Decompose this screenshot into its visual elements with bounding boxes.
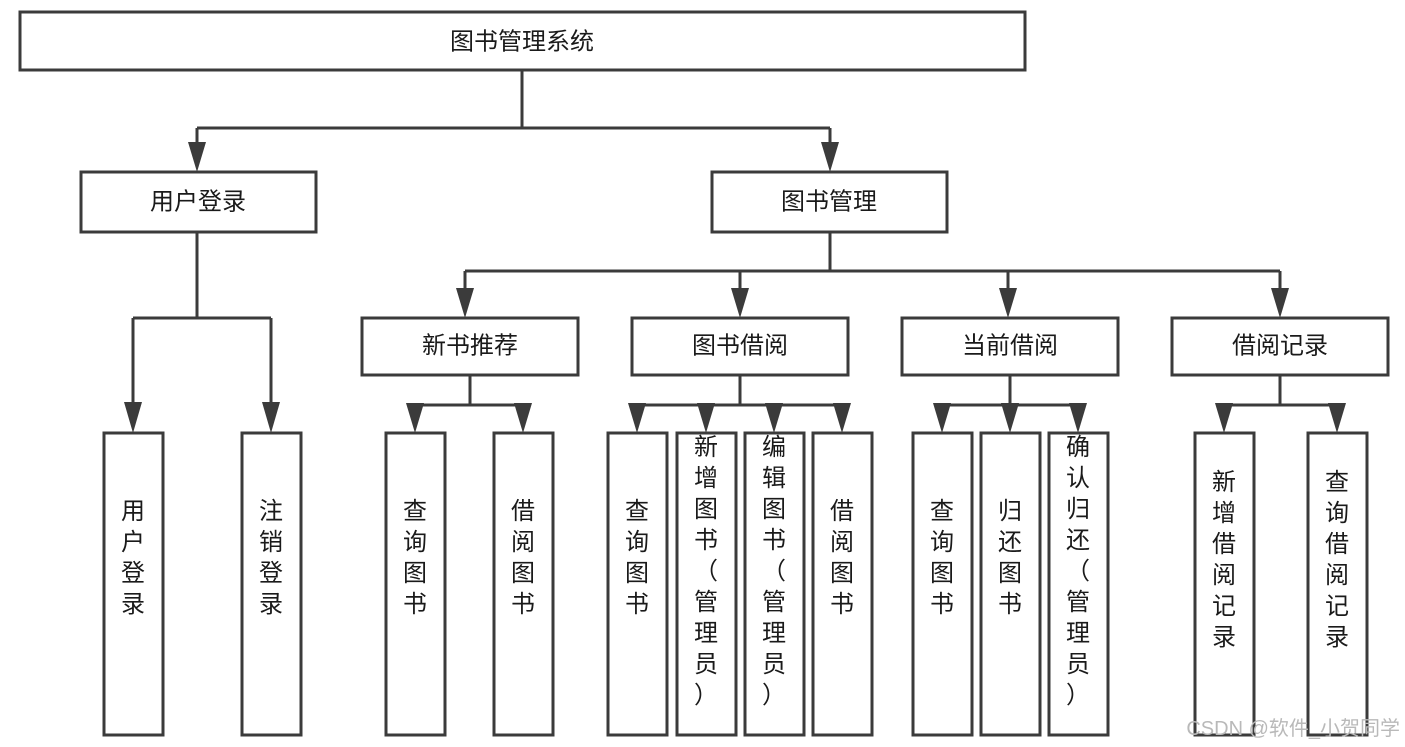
- leaf-label: 借阅图书: [830, 498, 854, 618]
- leaf-box[interactable]: [1193, 431, 1256, 737]
- arrow-borrow-record-leaf-0: [1215, 403, 1233, 433]
- leaf-book-borrow-add-book-admin[interactable]: 新增图书（管理员）: [675, 431, 738, 737]
- leaf-box[interactable]: [1047, 431, 1110, 737]
- leaf-label: 归还图书: [998, 498, 1022, 618]
- leaf-label: 查询图书: [625, 498, 649, 618]
- arrow-book-borrow-leaf-3: [833, 403, 851, 433]
- arrow-current-borrow-leaf-2: [1069, 403, 1087, 433]
- node-user-login[interactable]: 用户登录: [79, 170, 318, 234]
- leaf-label: 注销登录: [259, 498, 283, 618]
- leaf-box[interactable]: [606, 431, 669, 737]
- leaf-box[interactable]: [811, 431, 874, 737]
- arrow-root-to-user-login: [188, 142, 206, 172]
- arrow-book-mgmt-to-new-book: [456, 288, 474, 318]
- leaf-label: 借阅图书: [511, 498, 535, 618]
- leaf-box[interactable]: [979, 431, 1042, 737]
- node-current-borrow[interactable]: 当前借阅: [900, 316, 1120, 377]
- leaf-book-borrow-edit-book-admin[interactable]: 编辑图书（管理员）: [743, 431, 806, 737]
- arrow-new-book-leaf-0: [406, 403, 424, 433]
- leaf-current-borrow-confirm-return-admin[interactable]: 确认归还（管理员）: [1047, 431, 1110, 737]
- leaf-borrow-record-add-record[interactable]: 新增借阅记录: [1193, 431, 1256, 737]
- node-current-borrow-box[interactable]: [900, 316, 1120, 377]
- arrow-root-to-book-mgmt: [821, 142, 839, 172]
- node-new-book-recommend-box[interactable]: [360, 316, 580, 377]
- leaf-label: 查询图书: [403, 498, 427, 618]
- arrow-borrow-record-leaf-1: [1328, 403, 1346, 433]
- node-borrow-record-box[interactable]: [1170, 316, 1390, 377]
- node-current-borrow-label: 当前借阅: [962, 332, 1058, 359]
- leaf-box[interactable]: [675, 431, 738, 737]
- csdn-watermark: CSDN @软件_小贺同学: [1186, 717, 1400, 740]
- leaf-user-login-logout[interactable]: 注销登录: [240, 431, 303, 737]
- leaf-label: 用户登录: [121, 498, 145, 618]
- arrow-book-borrow-leaf-0: [628, 403, 646, 433]
- node-root-label: 图书管理系统: [450, 28, 594, 55]
- leaf-book-borrow-borrow-book[interactable]: 借阅图书: [811, 431, 874, 737]
- arrow-current-borrow-leaf-0: [933, 403, 951, 433]
- node-borrow-record[interactable]: 借阅记录: [1170, 316, 1390, 377]
- leaf-box[interactable]: [102, 431, 165, 737]
- node-book-management-box[interactable]: [710, 170, 949, 234]
- leaf-box[interactable]: [911, 431, 974, 737]
- arrow-current-borrow-leaf-1: [1001, 403, 1019, 433]
- leaf-label: 确认归还（管理员）: [1066, 434, 1090, 709]
- node-book-management-label: 图书管理: [781, 188, 877, 215]
- leaf-new-book-query-book[interactable]: 查询图书: [384, 431, 447, 737]
- leaf-label: 查询借阅记录: [1325, 469, 1349, 651]
- leaf-user-login-user-login[interactable]: 用户登录: [102, 431, 165, 737]
- leaf-label: 新增图书（管理员）: [694, 434, 718, 709]
- connector-layer: [124, 70, 1346, 433]
- node-book-borrow-label: 图书借阅: [692, 332, 788, 359]
- node-book-borrow[interactable]: 图书借阅: [630, 316, 850, 377]
- arrow-book-mgmt-to-borrow-record: [1271, 288, 1289, 318]
- node-new-book-recommend[interactable]: 新书推荐: [360, 316, 580, 377]
- leaf-current-borrow-query-book[interactable]: 查询图书: [911, 431, 974, 737]
- arrow-book-mgmt-to-book-borrow: [731, 288, 749, 318]
- leaf-new-book-borrow-book[interactable]: 借阅图书: [492, 431, 555, 737]
- arrow-book-borrow-leaf-2: [765, 403, 783, 433]
- leaf-box[interactable]: [492, 431, 555, 737]
- arrow-user-login-leaf-1: [262, 402, 280, 433]
- node-root-book-management-system[interactable]: 图书管理系统: [18, 10, 1027, 72]
- node-user-login-box[interactable]: [79, 170, 318, 234]
- leaf-box[interactable]: [743, 431, 806, 737]
- arrow-user-login-leaf-0: [124, 402, 142, 433]
- leaf-box[interactable]: [240, 431, 303, 737]
- node-user-login-label: 用户登录: [150, 188, 246, 215]
- node-book-management[interactable]: 图书管理: [710, 170, 949, 234]
- arrow-book-borrow-leaf-1: [697, 403, 715, 433]
- leaf-label: 查询图书: [930, 498, 954, 618]
- leaf-box[interactable]: [384, 431, 447, 737]
- node-borrow-record-label: 借阅记录: [1232, 332, 1328, 359]
- leaf-current-borrow-return-book[interactable]: 归还图书: [979, 431, 1042, 737]
- leaf-box[interactable]: [1306, 431, 1369, 737]
- node-root-box[interactable]: [18, 10, 1027, 72]
- node-new-book-recommend-label: 新书推荐: [422, 332, 518, 359]
- leaf-book-borrow-query-book[interactable]: 查询图书: [606, 431, 669, 737]
- arrow-book-mgmt-to-current-borrow: [999, 288, 1017, 318]
- leaf-borrow-record-query-record[interactable]: 查询借阅记录: [1306, 431, 1369, 737]
- leaf-label: 新增借阅记录: [1212, 469, 1236, 651]
- leaf-label: 编辑图书（管理员）: [762, 434, 786, 709]
- arrow-new-book-leaf-1: [514, 403, 532, 433]
- node-book-borrow-box[interactable]: [630, 316, 850, 377]
